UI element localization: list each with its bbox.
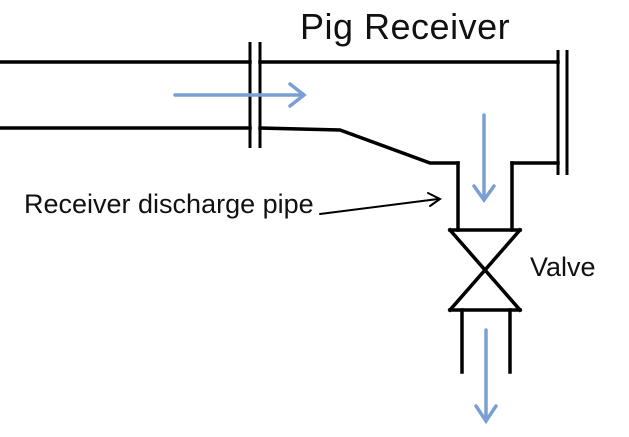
valve-label: Valve — [530, 252, 596, 282]
receiver-end-closure — [556, 50, 569, 175]
receiver-reducer-bottom-wall — [258, 126, 460, 165]
flow-arrow-discharge — [472, 113, 496, 204]
flow-arrow-horizontal — [173, 82, 307, 108]
discharge-pipe-label: Receiver discharge pipe — [24, 189, 314, 219]
flow-arrow-outlet — [474, 328, 498, 425]
valve-symbol — [447, 227, 523, 313]
discharge-label-pointer-arrow — [319, 192, 442, 215]
diagram-title: Pig Receiver — [300, 6, 511, 47]
